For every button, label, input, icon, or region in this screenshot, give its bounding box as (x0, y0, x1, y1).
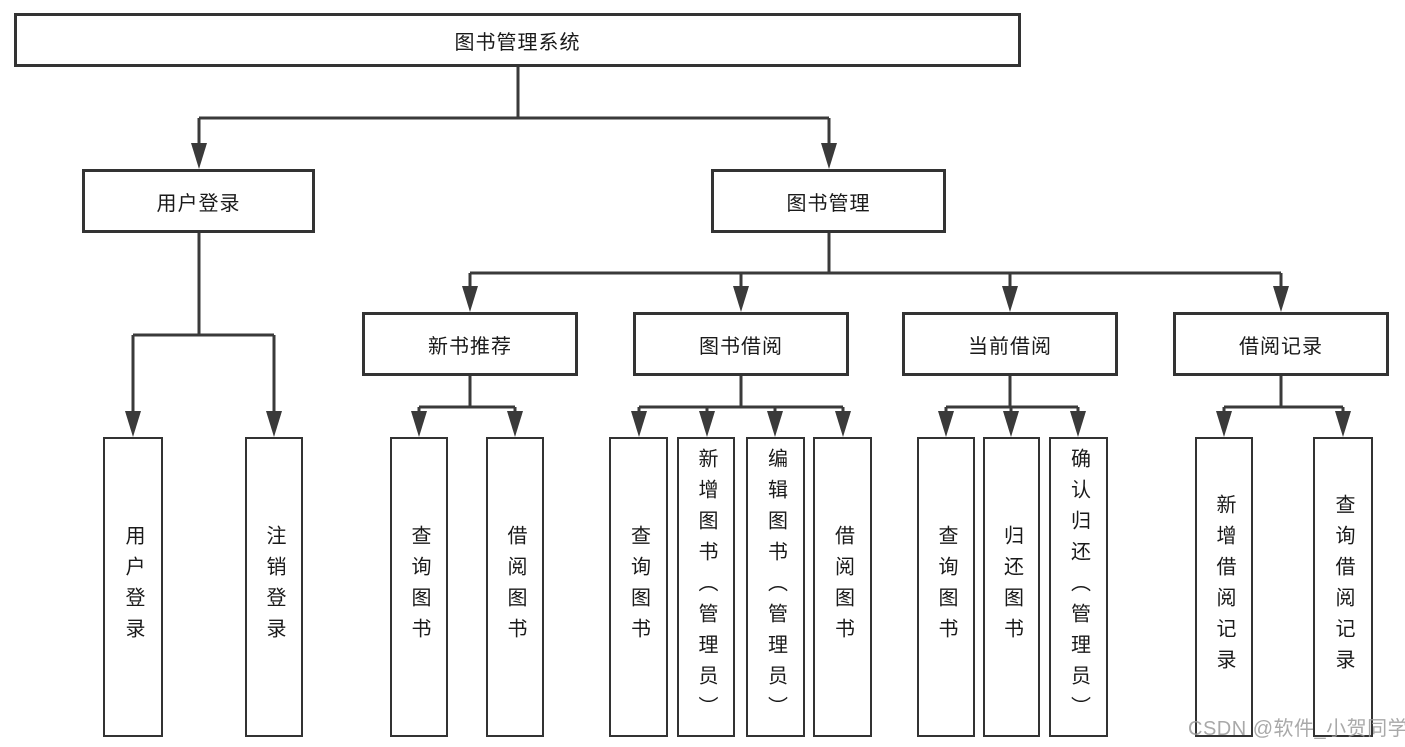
node-book-management: 图书管理 (711, 169, 946, 233)
leaf-query-books-current: 查询图书 (917, 437, 975, 737)
leaf-query-borrow-record: 查询借阅记录 (1313, 437, 1373, 737)
node-user-login: 用户登录 (82, 169, 315, 233)
connector-book-management-to-level3 (462, 233, 1289, 312)
node-current-borrow: 当前借阅 (902, 312, 1118, 376)
leaf-query-books-borrow: 查询图书 (609, 437, 668, 737)
leaf-confirm-return-admin: 确认归还（管理员） (1049, 437, 1108, 737)
leaf-add-borrow-record: 新增借阅记录 (1195, 437, 1253, 737)
leaf-edit-book-admin: 编辑图书（管理员） (746, 437, 805, 737)
connector-user-login-to-leaves (125, 233, 282, 437)
connector-current-borrow-to-leaves (938, 376, 1086, 437)
leaf-borrow-books: 借阅图书 (813, 437, 872, 737)
leaf-return-books: 归还图书 (983, 437, 1040, 737)
node-book-borrow: 图书借阅 (633, 312, 849, 376)
leaf-logout: 注销登录 (245, 437, 303, 737)
leaf-user-login: 用户登录 (103, 437, 163, 737)
node-borrow-records: 借阅记录 (1173, 312, 1389, 376)
node-library-management-system: 图书管理系统 (14, 13, 1021, 67)
connector-root-to-level2 (191, 67, 837, 169)
leaf-borrow-books-recommend: 借阅图书 (486, 437, 544, 737)
csdn-watermark: CSDN @软件_小贺同学 (1188, 718, 1405, 740)
leaf-query-books-recommend: 查询图书 (390, 437, 448, 737)
leaf-add-book-admin: 新增图书（管理员） (677, 437, 735, 737)
connector-new-book-recommend-to-leaves (411, 376, 523, 437)
connector-borrow-records-to-leaves (1216, 376, 1351, 437)
connector-book-borrow-to-leaves (631, 376, 851, 437)
node-new-book-recommend: 新书推荐 (362, 312, 578, 376)
